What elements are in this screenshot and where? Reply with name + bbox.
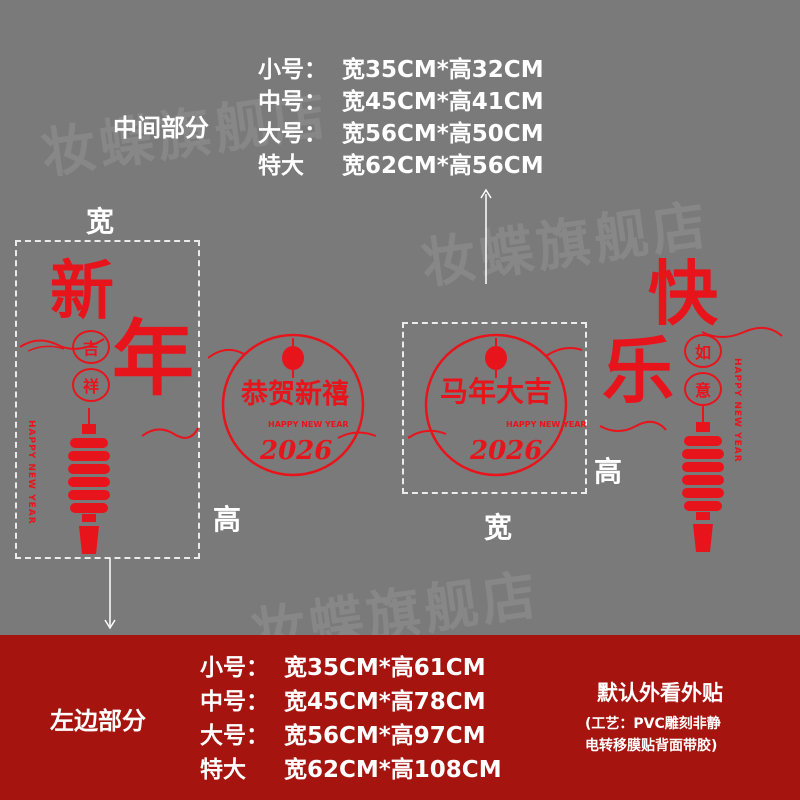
right-medallion: 如 意 xyxy=(684,334,722,406)
middle-size-table: 小号： 宽35CM*高32CM 中号： 宽45CM*高41CM 大号： 宽56CM*高… xyxy=(258,54,544,182)
size-row: 大号： 宽56CM*高50CM xyxy=(258,118,544,150)
size-row: 中号： 宽45CM*高41CM xyxy=(258,86,544,118)
left-decal-char-top: 新 xyxy=(50,254,114,329)
cloud-ornament-icon xyxy=(599,420,667,432)
size-spec: 宽45CM*高78CM xyxy=(284,689,486,715)
size-name: 大号： xyxy=(258,121,327,147)
left-width-label: 宽 xyxy=(86,205,115,238)
mounting-note-line2: 电转移膜贴背面带胶) xyxy=(585,738,718,754)
left-section-label: 左边部分 xyxy=(50,707,146,735)
mounting-note-title: 默认外看外贴 xyxy=(597,681,723,705)
left-size-table: 小号： 宽35CM*高61CM 中号： 宽45CM*高78CM 大号： 宽56CM*高… xyxy=(200,651,502,787)
mounting-note-line1: (工艺：PVC雕刻非静 xyxy=(585,716,721,732)
left-part-outline xyxy=(15,240,200,559)
right-decal-char-top: 快 xyxy=(648,252,718,335)
middle-width-label: 宽 xyxy=(484,511,513,544)
right-height-label: 高 xyxy=(594,455,623,488)
round-frame-right xyxy=(408,333,583,477)
arrow-up-icon xyxy=(480,188,492,284)
arrow-down-icon xyxy=(104,558,116,630)
left-english-text: HAPPY NEW YEAR xyxy=(26,420,36,525)
size-row: 小号： 宽35CM*高32CM xyxy=(258,54,544,86)
size-name: 特大 xyxy=(200,757,246,783)
size-row: 小号： 宽35CM*高61CM xyxy=(200,651,502,685)
lantern-icon xyxy=(682,406,724,552)
size-spec: 宽45CM*高41CM xyxy=(342,89,544,115)
size-name: 中号： xyxy=(258,89,327,115)
size-spec: 宽35CM*高32CM xyxy=(342,57,544,83)
size-spec: 宽62CM*高56CM xyxy=(342,153,544,179)
size-name: 小号： xyxy=(200,655,269,681)
cloud-ornament-icon xyxy=(141,427,199,439)
size-spec: 宽56CM*高97CM xyxy=(284,723,486,749)
center-right-subtitle: HAPPY NEW YEAR xyxy=(506,420,587,429)
size-row: 特大 宽62CM*高56CM xyxy=(258,150,544,182)
center-right-year: 2026 xyxy=(470,436,543,466)
size-spec: 宽35CM*高61CM xyxy=(284,655,486,681)
size-spec: 宽56CM*高50CM xyxy=(342,121,544,147)
medallion-char: 祥 xyxy=(72,368,110,402)
center-left-title: 恭贺新禧 xyxy=(241,379,349,410)
size-row: 中号： 宽45CM*高78CM xyxy=(200,685,502,719)
size-row: 大号： 宽56CM*高97CM xyxy=(200,719,502,753)
size-row: 特大 宽62CM*高108CM xyxy=(200,753,502,787)
size-spec: 宽62CM*高108CM xyxy=(284,757,502,783)
size-name: 小号： xyxy=(258,57,327,83)
lantern-icon xyxy=(68,408,110,554)
right-decal-char-big: 乐 xyxy=(602,328,675,413)
left-medallion: 吉 祥 xyxy=(72,330,110,402)
medallion-char: 如 xyxy=(684,334,722,368)
right-english-text: HAPPY NEW YEAR xyxy=(732,358,742,463)
medallion-char: 吉 xyxy=(72,330,110,364)
size-name: 中号： xyxy=(200,689,269,715)
size-name: 大号： xyxy=(200,723,269,749)
middle-section-label: 中间部分 xyxy=(113,114,209,142)
center-left-subtitle: HAPPY NEW YEAR xyxy=(268,420,349,429)
medallion-char: 意 xyxy=(684,372,722,406)
left-height-label: 高 xyxy=(213,503,242,536)
middle-part-outline xyxy=(402,322,587,494)
center-left-year: 2026 xyxy=(260,436,333,466)
round-frame-left xyxy=(208,333,377,477)
footer-band: 左边部分 小号： 宽35CM*高61CM 中号： 宽45CM*高78CM 大号： 宽5… xyxy=(0,635,800,800)
size-name: 特大 xyxy=(258,153,304,179)
left-decal-char-big: 年 xyxy=(112,311,195,407)
center-right-title: 马年大吉 xyxy=(439,375,552,408)
